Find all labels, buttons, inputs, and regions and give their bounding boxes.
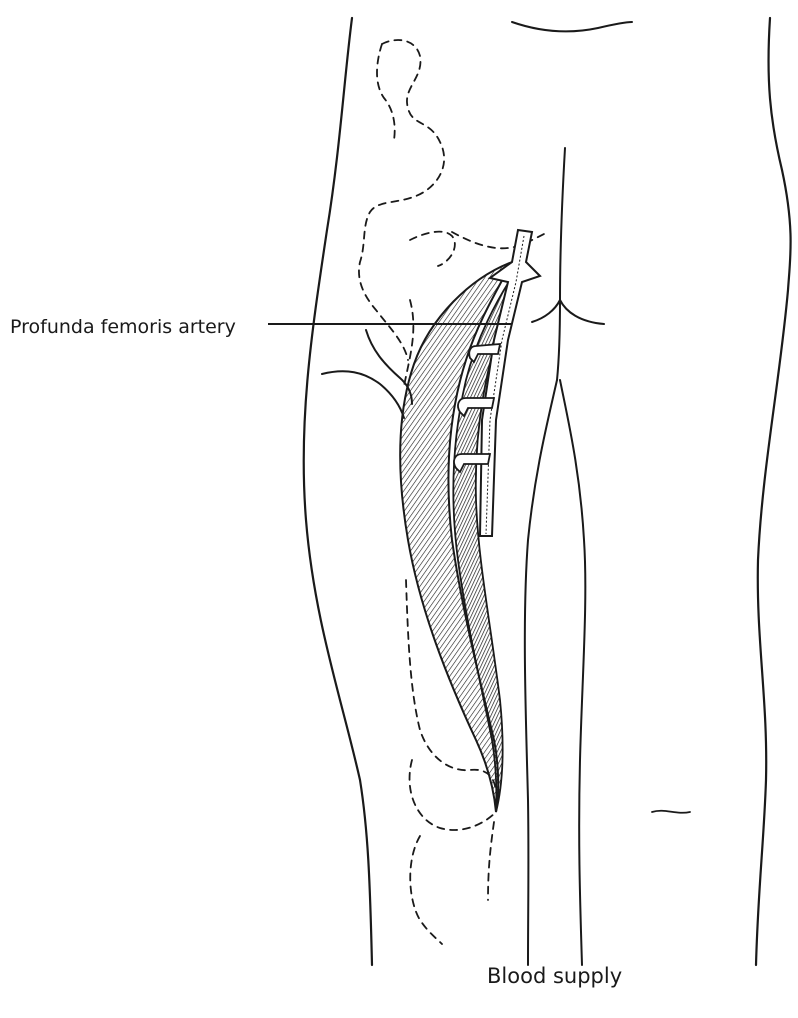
- contralateral-outline: [756, 18, 791, 965]
- perineal-line: [557, 300, 560, 380]
- knee-crease-mark: [652, 811, 690, 813]
- figure-caption: Blood supply: [487, 964, 622, 988]
- femur-head-dashed: [410, 232, 455, 266]
- gluteal-fold: [532, 300, 604, 324]
- inner-thigh-right: [560, 380, 585, 965]
- pelvis-rim-dashed: [452, 232, 548, 248]
- inner-thigh-left: [525, 380, 557, 965]
- pelvis-dashed-inner: [377, 44, 395, 140]
- thigh-outline-lateral: [304, 18, 372, 965]
- tibia-dashed: [488, 822, 494, 900]
- knee-dashed-outline: [410, 760, 496, 944]
- pelvis-dashed-outline: [359, 40, 444, 360]
- gluteal-cleft: [560, 148, 565, 300]
- waist-crease: [512, 22, 632, 31]
- artery-label: Profunda femoris artery: [10, 316, 236, 338]
- hand-outline: [322, 371, 404, 418]
